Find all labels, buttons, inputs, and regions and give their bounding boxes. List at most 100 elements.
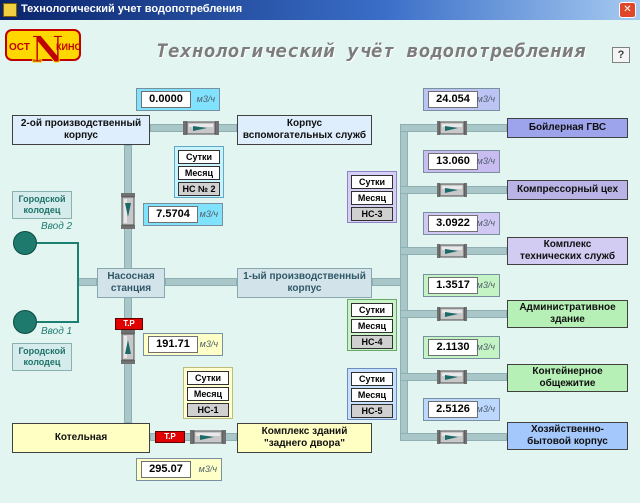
station-button[interactable]: НС № 2	[178, 182, 220, 196]
report-buttons-ns2: Сутки Месяц НС № 2	[174, 146, 224, 198]
pipe-right-vertical	[400, 124, 408, 441]
window-title: Технологический учет водопотребления	[21, 3, 243, 15]
valve-icon	[121, 193, 135, 229]
city-well-top-label: Городской колодец	[18, 194, 66, 215]
page-title: Технологический учёт водопотребления	[156, 40, 586, 62]
node-technical-services: Комплекс технических служб	[507, 237, 628, 265]
valve-icon	[190, 430, 226, 444]
report-buttons-ns5: Сутки Месяц НС-5	[347, 368, 397, 420]
day-button[interactable]: Сутки	[178, 150, 220, 164]
node-label: Корпус вспомогательных служб	[242, 118, 367, 141]
svg-text:N: N	[31, 29, 64, 70]
day-button[interactable]: Сутки	[351, 372, 393, 386]
node-label: Бойлерная ГВС	[528, 122, 607, 133]
node-administrative-building: Административное здание	[507, 300, 628, 328]
svg-text:ОСТ: ОСТ	[9, 42, 30, 53]
meter-value: 191.71	[148, 336, 198, 353]
month-button[interactable]: Месяц	[351, 191, 393, 205]
meter-technical-services: 3.0922 м3/ч	[423, 212, 500, 235]
city-well-top: Городской колодец	[12, 191, 72, 219]
node-label: Компрессорный цех	[516, 184, 619, 195]
station-button[interactable]: НС-3	[351, 207, 393, 221]
meter-value: 0.0000	[141, 91, 191, 108]
meter-unit: м3/ч	[476, 94, 495, 104]
inlet-1-label: Ввод 1	[41, 326, 73, 337]
tr-alarm-tag: Т.Р	[115, 318, 143, 330]
valve-icon	[437, 121, 467, 135]
meter-unit: м3/ч	[198, 464, 217, 474]
day-button[interactable]: Сутки	[351, 175, 393, 189]
valve-icon	[121, 330, 135, 364]
node-label: 1-ый производственный корпус	[243, 271, 366, 294]
report-buttons-ns1: Сутки Месяц НС-1	[183, 367, 233, 419]
node-label: Хозяйственно-бытовой корпус	[527, 424, 608, 447]
inlet-lines	[37, 242, 79, 323]
meter-auxiliary: 0.0000 м3/ч	[136, 88, 220, 111]
node-household-building: Хозяйственно-бытовой корпус	[507, 422, 628, 450]
valve-icon	[183, 121, 219, 135]
meter-intake: 7.5704 м3/ч	[143, 203, 223, 226]
month-button[interactable]: Месяц	[351, 319, 393, 333]
node-boiler-hot-water: Бойлерная ГВС	[507, 118, 628, 138]
node-production-1: 1-ый производственный корпус	[237, 268, 372, 298]
meter-value: 24.054	[428, 91, 478, 108]
meter-value: 13.060	[428, 153, 478, 170]
meter-unit: м3/ч	[476, 342, 495, 352]
node-label: Котельная	[54, 432, 108, 443]
meter-value: 7.5704	[148, 206, 198, 223]
node-production-2: 2-ой производственный корпус	[12, 115, 150, 145]
month-button[interactable]: Месяц	[187, 387, 229, 401]
help-button[interactable]: ?	[612, 47, 630, 63]
meter-unit: м3/ч	[199, 339, 218, 349]
meter-unit: м3/ч	[199, 209, 218, 219]
meter-unit: м3/ч	[476, 156, 495, 166]
station-button[interactable]: НС-1	[187, 403, 229, 417]
node-label: Комплекс зданий "заднего двора"	[261, 426, 348, 449]
node-label: Комплекс технических служб	[519, 239, 616, 262]
node-container-dormitory: Контейнерное общежитие	[507, 364, 628, 392]
ostankino-logo: ОСТ N КИНО	[5, 29, 81, 70]
close-button[interactable]: ✕	[619, 2, 636, 18]
pipe-pump-prod1	[165, 278, 237, 286]
meter-unit: м3/ч	[196, 94, 215, 104]
station-button[interactable]: НС-5	[351, 404, 393, 418]
meter-value: 1.3517	[428, 277, 478, 294]
node-compressor-shop: Компрессорный цех	[507, 180, 628, 200]
meter-unit: м3/ч	[476, 218, 495, 228]
station-button[interactable]: НС-4	[351, 335, 393, 349]
meter-value: 3.0922	[428, 215, 478, 232]
inlet-1-circle	[13, 310, 37, 334]
report-buttons-ns4: Сутки Месяц НС-4	[347, 299, 397, 351]
node-label: Контейнерное общежитие	[532, 366, 603, 389]
meter-boiler-hot-water: 24.054 м3/ч	[423, 88, 500, 111]
app-icon	[3, 3, 17, 17]
node-pump-station: Насосная станция	[97, 268, 165, 298]
node-boiler-house: Котельная	[12, 423, 150, 453]
city-well-bottom: Городской колодец	[12, 343, 72, 371]
meter-administrative: 1.3517 м3/ч	[423, 274, 500, 297]
meter-value: 2.5126	[428, 401, 478, 418]
inlet-2-circle	[13, 231, 37, 255]
day-button[interactable]: Сутки	[187, 371, 229, 385]
valve-icon	[437, 370, 467, 384]
meter-boiler-inflow: 191.71 м3/ч	[143, 333, 223, 356]
meter-value: 2.1130	[428, 339, 478, 356]
node-label: Насосная станция	[107, 271, 155, 294]
svg-text:КИНО: КИНО	[56, 42, 81, 52]
report-buttons-ns3: Сутки Месяц НС-3	[347, 171, 397, 223]
tr-alarm-tag: Т.Р	[155, 431, 185, 443]
meter-value: 295.07	[141, 461, 191, 478]
month-button[interactable]: Месяц	[351, 388, 393, 402]
valve-icon	[437, 430, 467, 444]
inlet-2-label: Ввод 2	[41, 221, 73, 232]
month-button[interactable]: Месяц	[178, 166, 220, 180]
node-auxiliary-services: Корпус вспомогательных служб	[237, 115, 372, 145]
node-backyard-complex: Комплекс зданий "заднего двора"	[237, 423, 372, 453]
node-label: 2-ой производственный корпус	[20, 118, 142, 141]
meter-container-dormitory: 2.1130 м3/ч	[423, 336, 500, 359]
window-titlebar: Технологический учет водопотребления ✕	[0, 0, 640, 20]
meter-unit: м3/ч	[476, 404, 495, 414]
meter-household: 2.5126 м3/ч	[423, 398, 500, 421]
day-button[interactable]: Сутки	[351, 303, 393, 317]
valve-icon	[437, 307, 467, 321]
